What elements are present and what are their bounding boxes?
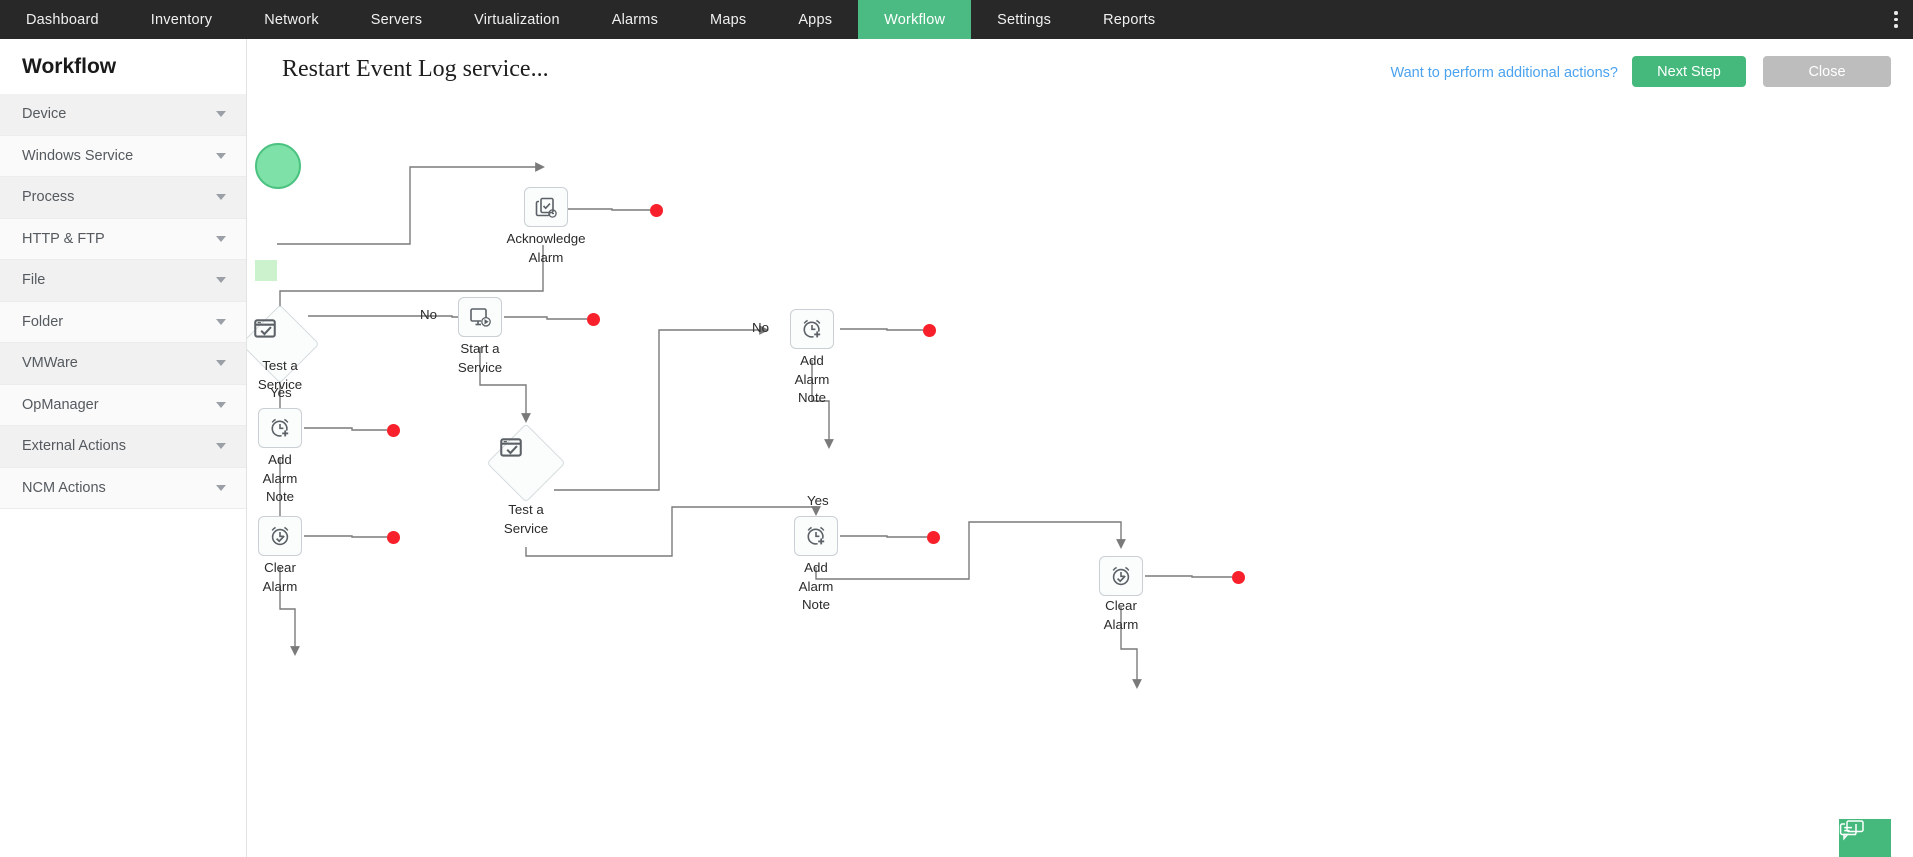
add-alarm-note-icon [271,418,289,437]
sidebar-item-file[interactable]: File [0,260,246,302]
green-marker-icon [255,260,277,281]
failure-endpoint-dot[interactable] [927,531,940,544]
nav-item-settings[interactable]: Settings [997,11,1052,28]
add-alarm-note-icon [803,319,821,338]
node-add-alarm-note-3[interactable] [794,516,838,556]
content-header: Restart Event Log service... Want to per… [247,39,1913,97]
nav-item-network[interactable]: Network [264,11,319,28]
nav-item-maps[interactable]: Maps [710,11,747,28]
chevron-down-icon [216,277,226,284]
nav-item-inventory[interactable]: Inventory [150,11,213,28]
chevron-down-icon [216,443,226,450]
sidebar-item-label: HTTP & FTP [22,230,105,247]
sidebar-item-process[interactable]: Process [0,177,246,219]
nav-item-dashboard[interactable]: Dashboard [26,11,99,28]
chevron-down-icon [216,111,226,118]
failure-endpoint-dot[interactable] [387,531,400,544]
sidebar-item-label: Process [22,189,75,206]
sidebar-item-label: VMWare [22,355,78,372]
failure-endpoint-dot[interactable] [587,313,600,326]
feedback-button[interactable] [1839,819,1891,857]
sidebar-item-vmware[interactable]: VMWare [0,343,246,385]
chevron-down-icon [216,401,226,408]
chevron-down-icon [216,318,226,325]
nav-item-reports[interactable]: Reports [1103,11,1156,28]
node-clear-alarm-1[interactable] [258,516,302,556]
page-title: Restart Event Log service... [282,56,549,82]
node-clear-alarm-2[interactable] [1099,556,1143,596]
node-add-alarm-note-1[interactable] [258,408,302,448]
nav-item-servers[interactable]: Servers [370,11,423,28]
nav-item-alarms[interactable]: Alarms [611,11,659,28]
chevron-down-icon [216,152,226,159]
sidebar-item-opmanager[interactable]: OpManager [0,384,246,426]
node-add-alarm-note-2[interactable] [790,309,834,349]
sidebar-item-ncm-actions[interactable]: NCM Actions [0,467,246,509]
kebab-menu-icon[interactable] [1879,0,1913,39]
sidebar-item-label: Windows Service [22,147,134,164]
close-button[interactable]: Close [1763,56,1891,87]
nav-item-workflow[interactable]: Workflow [858,0,972,39]
workflow-start-node[interactable] [255,143,301,189]
sidebar-item-label: OpManager [22,396,99,413]
sidebar-item-http-ftp[interactable]: HTTP & FTP [0,218,246,260]
sidebar: Workflow Device Windows Service Process … [0,39,247,857]
failure-endpoint-dot[interactable] [1232,571,1245,584]
clear-alarm-icon [271,526,289,546]
main-content: Restart Event Log service... Want to per… [247,39,1913,857]
sidebar-item-external-actions[interactable]: External Actions [0,426,246,468]
sidebar-item-folder[interactable]: Folder [0,301,246,343]
sidebar-item-label: External Actions [22,438,126,455]
chevron-down-icon [216,235,226,242]
top-navigation-bar: Dashboard Inventory Network Servers Virt… [0,0,1913,39]
clear-alarm-icon [1112,566,1130,586]
workflow-connectors [275,162,1232,689]
start-service-icon [470,308,491,327]
chevron-down-icon [216,194,226,201]
failure-endpoint-dot[interactable] [387,424,400,437]
feedback-chat-icon [1839,820,1864,841]
nav-item-virtualization[interactable]: Virtualization [474,11,560,28]
next-step-button[interactable]: Next Step [1632,56,1746,87]
sidebar-item-label: File [22,272,46,289]
node-start-a-service[interactable] [458,297,502,337]
chevron-down-icon [216,360,226,367]
sidebar-title: Workflow [22,54,117,78]
failure-endpoint-dot[interactable] [923,324,936,337]
sidebar-item-label: NCM Actions [22,479,106,496]
nav-spacer [1181,0,1879,39]
sidebar-item-label: Device [22,106,67,123]
node-acknowledge-alarm[interactable] [524,187,568,227]
additional-actions-link[interactable]: Want to perform additional actions? [1390,65,1618,81]
sidebar-item-windows-service[interactable]: Windows Service [0,135,246,177]
sidebar-item-device[interactable]: Device [0,94,246,136]
sidebar-item-label: Folder [22,313,64,330]
failure-endpoint-dot[interactable] [650,204,663,217]
workflow-canvas[interactable]: Acknowledge Alarm Test a Service Yes No [247,97,1913,857]
chevron-down-icon [216,484,226,491]
nav-item-apps[interactable]: Apps [798,11,833,28]
acknowledge-alarm-icon [535,197,557,218]
add-alarm-note-icon [807,526,825,545]
